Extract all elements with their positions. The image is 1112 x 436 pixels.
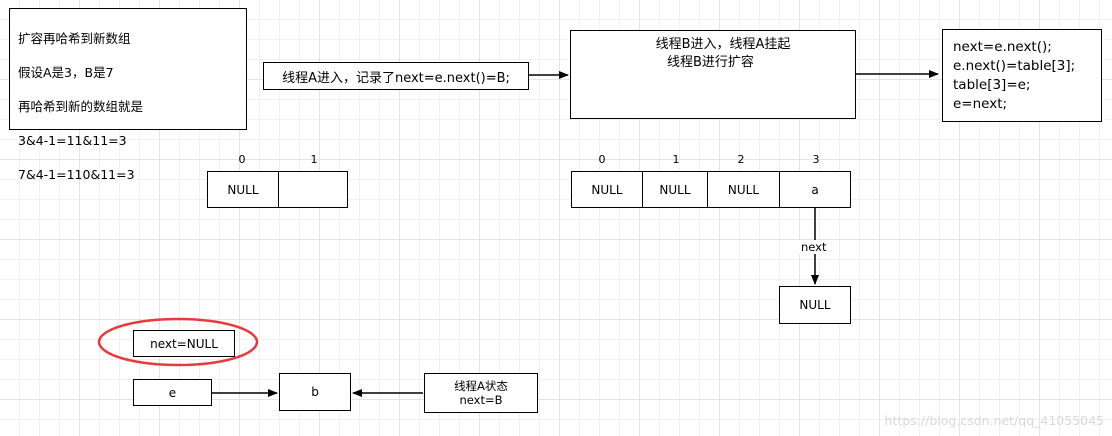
code-line: e.next()=table[3]; xyxy=(953,58,1076,74)
next-pointer-label: next xyxy=(799,240,829,254)
rehash-note-line: 3&4-1=11&11=3 xyxy=(18,133,127,148)
thread-b-box: 线程B进入，线程A挂起 线程B进行扩容 xyxy=(570,30,856,119)
e-variable-label: e xyxy=(168,385,177,400)
old-array-cell: NULL xyxy=(207,171,279,208)
b-node-label: b xyxy=(311,385,319,399)
code-line: table[3]=e; xyxy=(953,77,1031,93)
new-array-cell: a xyxy=(779,171,851,208)
b-node: b xyxy=(279,373,351,411)
rehash-note-box: 扩容再哈希到新数组 假设A是3，B是7 再哈希到新的数组就是 3&4-1=11&… xyxy=(9,8,247,182)
watermark-text: https://blog.csdn.net/qq_41055045 xyxy=(884,413,1104,428)
thread-b-line2: 线程B进行扩容 xyxy=(667,55,754,70)
thread-b-line1: 线程B进入，线程A挂起 xyxy=(655,37,791,52)
thread-a-box: 线程A进入，记录了next=e.next()=B; xyxy=(263,62,529,90)
thread-a-label: 线程A进入，记录了next=e.next()=B; xyxy=(282,70,510,86)
old-array-cell xyxy=(278,171,348,208)
new-array-cell: NULL xyxy=(642,171,708,208)
new-array-index: 0 xyxy=(598,153,606,166)
rehash-note-line: 再哈希到新的数组就是 xyxy=(18,99,144,114)
thread-a-state-line2: next=B xyxy=(459,393,503,407)
new-array-cell: NULL xyxy=(571,171,643,208)
e-variable-box: e xyxy=(133,379,212,406)
code-box: next=e.next(); e.next()=table[3]; table[… xyxy=(942,29,1102,122)
code-line: e=next; xyxy=(953,96,1008,112)
thread-a-state-box: 线程A状态 next=B xyxy=(424,373,538,413)
thread-a-state-line1: 线程A状态 xyxy=(454,379,508,393)
new-array-cell: NULL xyxy=(707,171,780,208)
next-null-box: next=NULL xyxy=(133,330,235,357)
rehash-note-line: 扩容再哈希到新数组 xyxy=(18,31,131,46)
old-array-index: 0 xyxy=(238,153,246,166)
next-null-label: next=NULL xyxy=(150,336,218,351)
new-array-index: 1 xyxy=(672,153,680,166)
new-array-index: 2 xyxy=(737,153,745,166)
null-node: NULL xyxy=(779,286,851,324)
code-line: next=e.next(); xyxy=(953,39,1052,55)
rehash-note-line: 7&4-1=110&11=3 xyxy=(18,167,135,182)
rehash-note-line: 假设A是3，B是7 xyxy=(18,65,114,80)
old-array-index: 1 xyxy=(310,153,318,166)
red-highlight-ellipse xyxy=(97,317,259,367)
new-array-index: 3 xyxy=(812,153,820,166)
